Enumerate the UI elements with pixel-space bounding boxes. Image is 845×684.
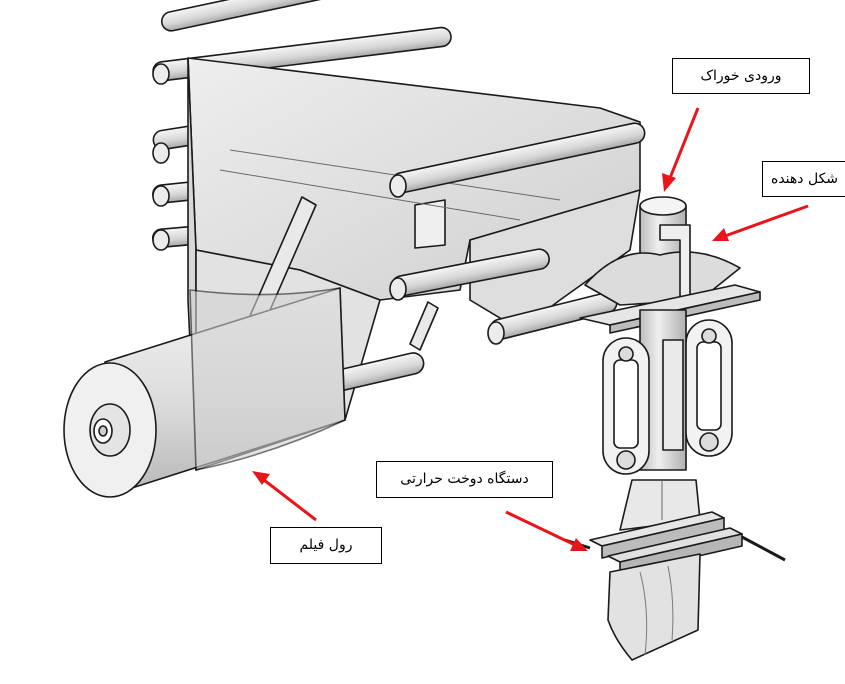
heat-sealer-arrowhead — [570, 538, 588, 551]
pull-belts — [602, 319, 733, 475]
feed-inlet-arrow — [668, 107, 700, 179]
film-roll-label: رول فیلم — [270, 527, 382, 564]
former-label: شکل دهنده — [762, 161, 845, 197]
feed-inlet-arrowhead — [662, 173, 676, 192]
heat-sealer-label: دستگاه دوخت حرارتی — [376, 461, 553, 498]
sealer-and-bag — [564, 479, 786, 661]
film-roll — [63, 287, 346, 498]
former-arrowhead — [712, 228, 729, 241]
machine-frame — [63, 0, 786, 661]
forming-tube — [579, 196, 761, 471]
heat-sealer-arrow — [505, 510, 576, 547]
feed-inlet-label: ورودی خوراک — [672, 58, 810, 94]
former-arrow — [724, 204, 809, 238]
callout-arrows — [252, 107, 809, 551]
film-roll-arrow — [263, 478, 317, 522]
film-roll-arrowhead — [252, 471, 270, 485]
